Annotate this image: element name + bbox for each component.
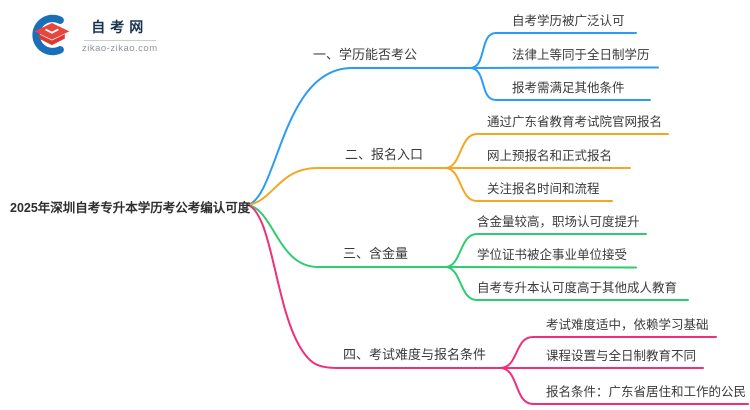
branch-1-leaf-3: 报考需满足其他条件 (512, 81, 625, 95)
branch-1-lines (247, 32, 659, 206)
site-name: 自考网 (91, 18, 149, 35)
branch-4-lines (247, 204, 749, 405)
branch-2-main-line (247, 167, 446, 206)
site-url: zikao-zikao.com (82, 42, 158, 54)
root-topic: 2025年深圳自考专升本学历考公考编认可度 (10, 201, 251, 215)
graduation-cap-logo-icon (32, 14, 70, 56)
branch-3-label: 三、含金量 (343, 246, 409, 261)
site-logo: 自考网 zikao-zikao.com (28, 12, 158, 58)
branch-4-leaf-1: 考试难度适中，依赖学习基础 (546, 318, 709, 332)
branch-2-leaf-1-line (444, 133, 669, 169)
branch-4-leaf-1-line (499, 336, 717, 369)
branch-3-leaf-2-line (444, 266, 637, 269)
branch-2-leaf-3-line (444, 167, 613, 202)
branch-2-leaf-2: 网上预报名和正式报名 (487, 149, 613, 163)
branch-3-leaf-3: 自考专升本认可度高于其他成人教育 (477, 281, 678, 295)
branch-3-leaf-2: 学位证书被企事业单位接受 (477, 248, 628, 262)
branch-1-leaf-2-line (469, 66, 659, 69)
branch-4-leaf-3: 报名条件：广东省居住和工作的公民 (546, 385, 747, 399)
branch-1-leaf-1: 自考学历被广泛认可 (512, 14, 625, 28)
branch-3-lines (247, 204, 689, 301)
branch-3-leaf-1-line (444, 233, 647, 268)
site-logo-text: 自考网 zikao-zikao.com (82, 17, 158, 54)
branch-1-label: 一、学历能否考公 (313, 47, 418, 62)
branch-2-label: 二、报名入口 (345, 147, 424, 162)
branch-1-leaf-1-line (469, 32, 637, 69)
branch-2-leaf-3: 关注报名时间和流程 (487, 182, 600, 196)
branch-3-leaf-1: 含金量较高，职场认可度提升 (477, 215, 640, 229)
branch-1-leaf-2: 法律上等同于全日制学历 (512, 48, 650, 62)
branch-4-leaf-2: 课程设置与全日制教育不同 (546, 349, 697, 363)
branch-3-main-line (247, 204, 446, 268)
branch-3-leaf-3-line (444, 266, 689, 301)
branch-4-label: 四、考试难度与报名条件 (343, 347, 487, 362)
logo-divider (83, 39, 156, 41)
branch-4-main-line (247, 204, 501, 369)
branch-2-leaf-1: 通过广东省教育考试院官网报名 (487, 115, 663, 129)
branch-2-lines (247, 133, 669, 206)
branch-1-leaf-3-line (469, 67, 651, 101)
branch-4-leaf-3-line (499, 367, 749, 405)
branch-1-main-line (247, 67, 471, 206)
